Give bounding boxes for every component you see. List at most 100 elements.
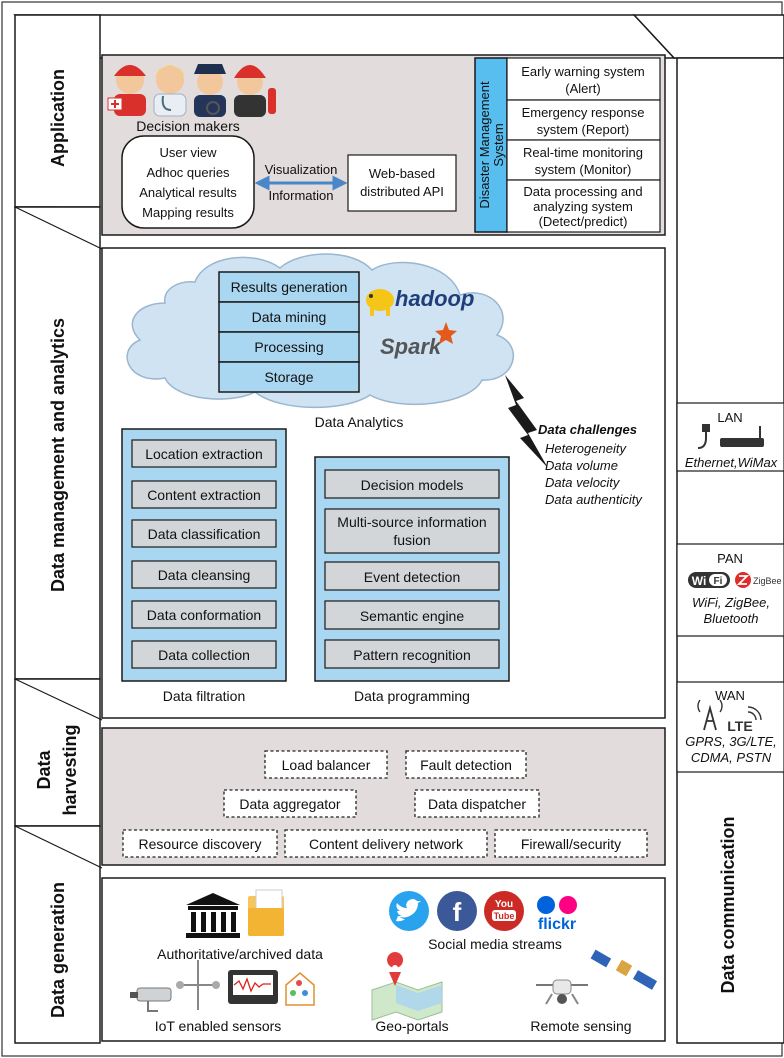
hadoop-wordmark: hadoop xyxy=(395,286,474,311)
harvest-data-dispatcher: Data dispatcher xyxy=(428,796,526,812)
user-view-line: User view xyxy=(159,145,217,160)
user-view-box xyxy=(121,135,255,229)
paramedic-icon xyxy=(107,65,146,116)
decision-makers-icons xyxy=(107,64,276,117)
camera-icon xyxy=(130,987,172,1012)
iot-sensors-icons xyxy=(130,960,315,1012)
programming-item: Event detection xyxy=(364,569,461,585)
zigbee-wordmark: ZigBee xyxy=(753,576,782,586)
wan-box xyxy=(676,681,784,773)
lightning-bolt-icon xyxy=(505,375,548,468)
spark-wordmark: Spark xyxy=(380,334,443,359)
social-media-label: Social media streams xyxy=(428,936,562,952)
dms-item-detect: Data processing and xyxy=(523,184,642,199)
label-data-generation: Data generation xyxy=(48,882,68,1018)
filtration-item: Data conformation xyxy=(147,607,261,623)
user-view-line: Mapping results xyxy=(142,205,234,220)
web-api-line: Web-based xyxy=(369,166,435,181)
arrow-label-visualization: Visualization xyxy=(265,162,338,177)
decision-makers-label: Decision makers xyxy=(136,118,239,134)
stack-storage: Storage xyxy=(264,369,313,385)
dms-item-detect-sub2: (Detect/predict) xyxy=(539,214,628,229)
label-application: Application xyxy=(48,69,68,167)
dms-item-monitor: Real-time monitoring xyxy=(523,145,643,160)
youtube-glyph-top: You xyxy=(495,899,513,910)
government-building-icon xyxy=(186,893,240,938)
dms-title-box xyxy=(474,57,508,233)
dms-items: Early warning system (Alert) Emergency r… xyxy=(506,57,661,233)
pan-title: PAN xyxy=(717,551,743,566)
harvest-load-balancer: Load balancer xyxy=(282,757,371,773)
challenge-item: Data volume xyxy=(545,458,618,473)
web-api-box xyxy=(347,154,457,212)
user-view-line: Analytical results xyxy=(139,185,237,200)
firefighter-icon xyxy=(234,65,276,117)
programming-item: Semantic engine xyxy=(360,608,465,624)
filtration-item: Location extraction xyxy=(145,446,263,462)
smart-home-icon xyxy=(285,972,315,1006)
data-challenges-title: Data challenges xyxy=(538,422,637,437)
pan-box xyxy=(676,543,784,637)
web-api-line: distributed API xyxy=(360,184,444,199)
harvesting-items: Load balancer Fault detection Data aggre… xyxy=(122,750,648,858)
programming-item: Decision models xyxy=(361,477,464,493)
dms-item-alert: Early warning system xyxy=(521,64,645,79)
stack-results-generation: Results generation xyxy=(231,279,348,295)
wifi-logo-fi: Fi xyxy=(714,576,723,587)
dms-title-line1: Disaster Management xyxy=(477,81,492,209)
filtration-item: Data cleansing xyxy=(158,567,251,583)
programming-item-sub: fusion xyxy=(393,532,430,548)
police-icon xyxy=(194,64,226,117)
doctor-icon xyxy=(153,65,187,117)
dms-item-monitor-sub: system (Monitor) xyxy=(535,162,632,177)
authoritative-data-label: Authoritative/archived data xyxy=(157,946,323,962)
folder-icon xyxy=(248,889,284,936)
data-analytics-caption: Data Analytics xyxy=(315,414,404,430)
wan-title: WAN xyxy=(715,688,745,703)
youtube-glyph-bottom: Tube xyxy=(494,911,515,921)
ethernet-router-icon xyxy=(697,424,764,449)
spark-logo: Spark xyxy=(380,322,457,359)
iot-sensors-label: IoT enabled sensors xyxy=(155,1018,282,1034)
filtration-item: Data classification xyxy=(148,526,261,542)
weather-station-icon xyxy=(176,960,220,1010)
wan-text-line2: CDMA, PSTN xyxy=(691,750,772,765)
stack-processing: Processing xyxy=(254,339,323,355)
facebook-icon: f xyxy=(437,891,477,931)
lte-wordmark: LTE xyxy=(727,718,752,734)
dms-title-line2: System xyxy=(491,123,506,166)
harvest-resource-discovery: Resource discovery xyxy=(139,836,262,852)
wan-text-line1: GPRS, 3G/LTE, xyxy=(685,734,777,749)
label-harvesting-line2: harvesting xyxy=(60,724,80,815)
analytics-stack: Results generation Data mining Processin… xyxy=(218,271,360,393)
label-data-communication: Data communication xyxy=(718,816,738,993)
label-harvesting-line1: Data xyxy=(34,750,54,790)
lan-box xyxy=(676,402,784,472)
programming-item: Multi-source information xyxy=(337,514,486,530)
remote-sensing-label: Remote sensing xyxy=(530,1018,631,1034)
dms-item-report: Emergency response xyxy=(522,105,645,120)
label-data-management: Data management and analytics xyxy=(48,318,68,592)
flickr-icon: flickr xyxy=(537,896,577,933)
satellite-icon xyxy=(590,949,658,990)
harvest-fault-detection: Fault detection xyxy=(420,757,512,773)
wifi-zigbee-icon: Wi Fi ZigBee xyxy=(688,572,782,588)
programming-item: Pattern recognition xyxy=(353,647,471,663)
harvest-cdn: Content delivery network xyxy=(309,836,464,852)
pan-text-line2: Bluetooth xyxy=(704,611,759,626)
dms-item-report-sub: system (Report) xyxy=(537,122,629,137)
challenge-item: Data velocity xyxy=(545,475,621,490)
data-filtration-caption: Data filtration xyxy=(163,688,245,704)
wifi-logo-wi: Wi xyxy=(692,574,707,588)
harvest-data-aggregator: Data aggregator xyxy=(239,796,341,812)
hadoop-logo: hadoop xyxy=(366,286,474,316)
data-communication-layer xyxy=(632,14,784,1044)
cell-tower-lte-icon: LTE xyxy=(697,699,762,734)
data-filtration-box xyxy=(121,428,287,682)
user-view-line: Adhoc queries xyxy=(146,165,230,180)
youtube-icon: You Tube xyxy=(484,891,524,931)
lan-text: Ethernet,WiMax xyxy=(685,455,778,470)
twitter-icon xyxy=(389,891,429,931)
